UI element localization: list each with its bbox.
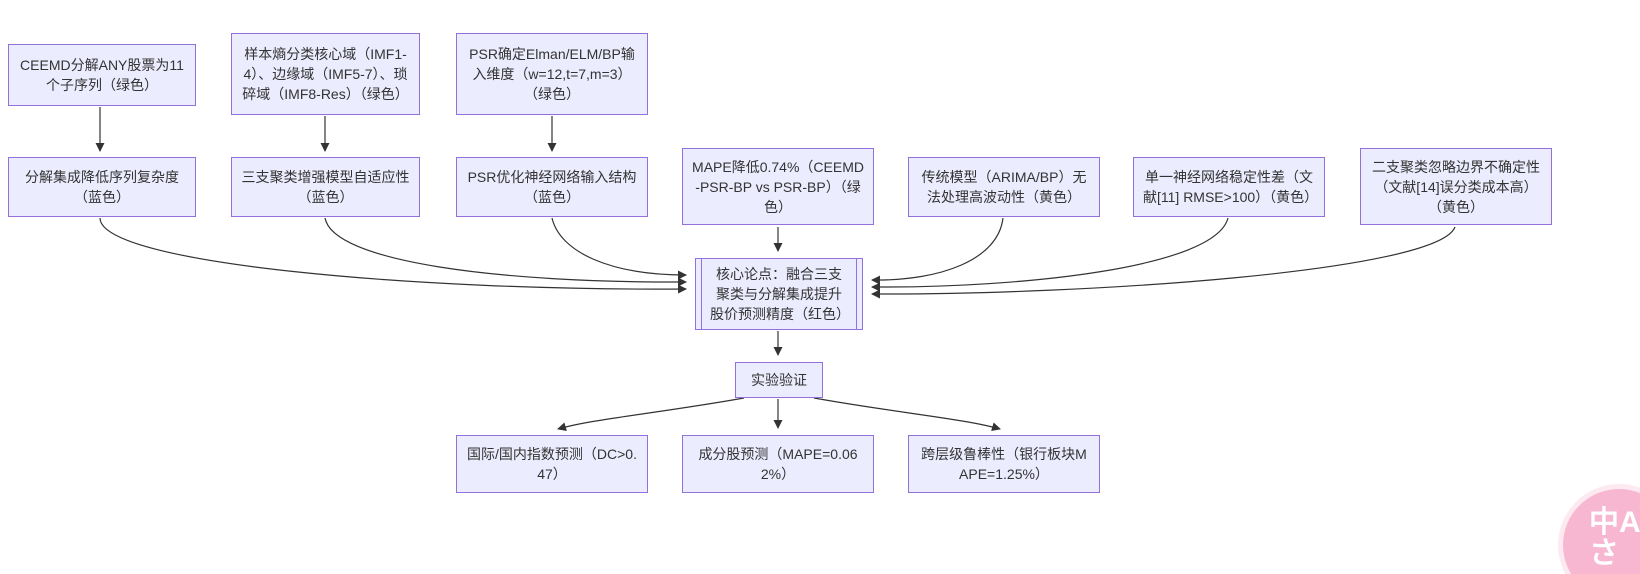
edge-b10-core bbox=[871, 226, 1456, 299]
translate-badge-label: 中A さ bbox=[1589, 506, 1640, 570]
edge-b8-core bbox=[871, 217, 1004, 285]
node-ceemd-decompose-subsequences: CEEMD分解ANY股票为11个子序列（绿色） bbox=[8, 44, 196, 106]
node-sample-entropy-classification: 样本熵分类核心域（IMF1-4）、边缘域（IMF5-7）、琐碎域（IMF8-Re… bbox=[231, 33, 420, 115]
edge-exp-v1 bbox=[557, 397, 745, 432]
node-psr-optimizes-input-structure: PSR优化神经网络输入结构（蓝色） bbox=[456, 157, 648, 217]
node-experimental-validation: 实验验证 bbox=[735, 362, 823, 398]
node-traditional-model-limitation: 传统模型（ARIMA/BP）无法处理高波动性（黄色） bbox=[908, 157, 1100, 217]
node-mape-reduction: MAPE降低0.74%（CEEMD-PSR-BP vs PSR-BP）（绿色） bbox=[682, 148, 874, 225]
node-two-way-clustering-limitation: 二支聚类忽略边界不确定性（文献[14]误分类成本高）（黄色） bbox=[1360, 148, 1552, 225]
node-constituent-stock-prediction: 成分股预测（MAPE=0.062%） bbox=[682, 435, 874, 493]
node-decomposition-reduces-complexity: 分解集成降低序列复杂度（蓝色） bbox=[8, 157, 196, 217]
edge-b6-core bbox=[551, 217, 687, 280]
node-index-prediction: 国际/国内指数预测（DC>0.47） bbox=[456, 435, 648, 493]
edge-exp-v3 bbox=[813, 397, 1001, 432]
translate-badge[interactable]: 中A さ bbox=[1563, 489, 1640, 574]
node-three-way-clustering-adaptivity: 三支聚类增强模型自适应性（蓝色） bbox=[231, 157, 420, 217]
node-single-nn-instability: 单一神经网络稳定性差（文献[11] RMSE>100）（黄色） bbox=[1133, 157, 1325, 217]
edge-b5-core bbox=[324, 217, 687, 287]
node-cross-level-robustness: 跨层级鲁棒性（银行板块MAPE=1.25%） bbox=[908, 435, 1100, 493]
edge-b9-core bbox=[871, 217, 1229, 292]
node-core-thesis: 核心论点：融合三支聚类与分解集成提升股价预测精度（红色） bbox=[695, 258, 863, 330]
edge-b4-core bbox=[99, 217, 687, 294]
node-psr-input-dimension: PSR确定Elman/ELM/BP输入维度（w=12,t=7,m=3）（绿色） bbox=[456, 33, 648, 115]
